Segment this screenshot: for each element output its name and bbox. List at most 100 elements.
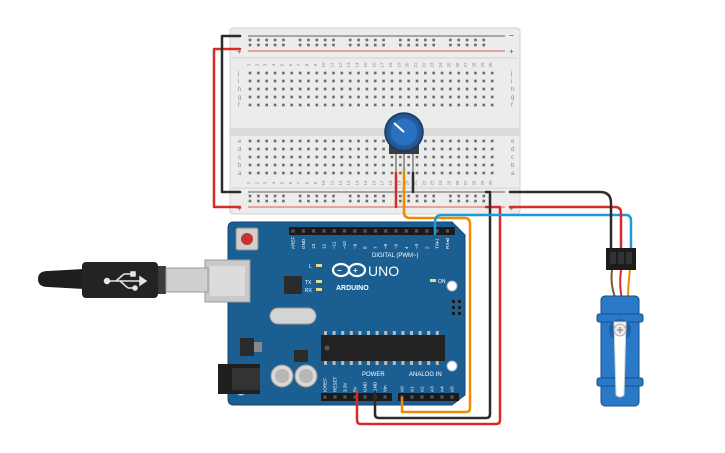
rail-hole[interactable] [457,199,461,203]
breadboard-hole[interactable] [357,71,360,75]
breadboard-hole[interactable] [298,95,302,99]
rail-hole[interactable] [357,194,360,198]
breadboard-hole[interactable] [440,103,444,107]
breadboard-hole[interactable] [373,79,377,83]
breadboard-hole[interactable] [415,71,419,75]
power-pin[interactable] [333,395,337,399]
breadboard-hole[interactable] [415,103,419,107]
rail-hole[interactable] [365,43,369,47]
breadboard-hole[interactable] [323,95,327,99]
wire-black-left-rail[interactable] [220,34,242,194]
rail-hole[interactable] [399,194,402,198]
breadboard-hole[interactable] [298,71,302,75]
breadboard-hole[interactable] [273,87,277,91]
usb-cable[interactable] [38,262,209,298]
rail-hole[interactable] [332,38,335,42]
breadboard-hole[interactable] [257,155,260,159]
breadboard-hole[interactable] [332,139,335,143]
breadboard-hole[interactable] [465,147,469,151]
rail-hole[interactable] [298,43,302,47]
breadboard-hole[interactable] [332,171,335,175]
breadboard-hole[interactable] [248,79,252,83]
breadboard[interactable]: − + − + − + − + 112233445566778899101011… [229,27,521,215]
breadboard-hole[interactable] [248,139,252,143]
breadboard-hole[interactable] [482,71,486,75]
breadboard-hole[interactable] [373,147,377,151]
wire-black-gnd-to-rail[interactable] [373,190,492,420]
breadboard-hole[interactable] [298,79,302,83]
breadboard-hole[interactable] [298,155,302,159]
rail-hole[interactable] [373,38,377,42]
breadboard-hole[interactable] [399,163,402,167]
wire-red-5v-to-rail[interactable] [355,205,502,426]
breadboard-hole[interactable] [365,155,369,159]
breadboard-hole[interactable] [265,171,268,175]
breadboard-hole[interactable] [490,71,494,75]
rail-hole[interactable] [323,194,327,198]
breadboard-hole[interactable] [399,95,402,99]
power-pin[interactable] [353,395,357,399]
breadboard-hole[interactable] [298,163,302,167]
breadboard-hole[interactable] [399,103,402,107]
breadboard-hole[interactable] [248,95,252,99]
rail-hole[interactable] [257,194,260,198]
breadboard-hole[interactable] [307,71,310,75]
breadboard-hole[interactable] [307,87,310,91]
rail-hole[interactable] [474,38,477,42]
breadboard-hole[interactable] [315,147,319,151]
breadboard-hole[interactable] [273,79,277,83]
rail-hole[interactable] [465,194,469,198]
breadboard-hole[interactable] [357,147,360,151]
rail-hole[interactable] [449,43,452,47]
breadboard-hole[interactable] [348,103,352,107]
breadboard-hole[interactable] [315,95,319,99]
breadboard-hole[interactable] [323,147,327,151]
breadboard-hole[interactable] [265,79,268,83]
breadboard-hole[interactable] [357,171,360,175]
breadboard-hole[interactable] [407,95,410,99]
rail-hole[interactable] [273,43,277,47]
breadboard-hole[interactable] [457,139,461,143]
breadboard-hole[interactable] [465,71,469,75]
breadboard-hole[interactable] [382,155,385,159]
breadboard-hole[interactable] [415,171,419,175]
breadboard-hole[interactable] [415,163,419,167]
rail-hole[interactable] [424,43,427,47]
rail-hole[interactable] [307,38,310,42]
breadboard-hole[interactable] [332,103,335,107]
digital-pin[interactable] [291,229,295,233]
breadboard-hole[interactable] [282,139,285,143]
breadboard-hole[interactable] [482,139,486,143]
breadboard-hole[interactable] [340,155,344,159]
digital-pin[interactable] [404,229,408,233]
breadboard-hole[interactable] [415,79,419,83]
breadboard-hole[interactable] [332,71,335,75]
breadboard-hole[interactable] [474,71,477,75]
breadboard-hole[interactable] [273,71,277,75]
breadboard-hole[interactable] [365,79,369,83]
rail-hole[interactable] [482,38,486,42]
breadboard-hole[interactable] [282,87,285,91]
potentiometer[interactable] [384,112,424,172]
breadboard-holes[interactable] [248,38,494,203]
breadboard-hole[interactable] [390,87,394,91]
wire-red-left-rail[interactable] [212,47,242,209]
digital-pin[interactable] [394,229,398,233]
rail-hole[interactable] [407,43,410,47]
rail-hole[interactable] [457,43,461,47]
breadboard-hole[interactable] [373,87,377,91]
breadboard-hole[interactable] [340,163,344,167]
breadboard-hole[interactable] [424,171,427,175]
rail-hole[interactable] [399,199,402,203]
breadboard-hole[interactable] [490,171,494,175]
breadboard-hole[interactable] [273,171,277,175]
breadboard-hole[interactable] [307,147,310,151]
breadboard-hole[interactable] [407,79,410,83]
breadboard-hole[interactable] [474,163,477,167]
rail-hole[interactable] [457,194,461,198]
breadboard-hole[interactable] [490,95,494,99]
digital-pin[interactable] [373,229,377,233]
digital-pin[interactable] [312,229,316,233]
breadboard-hole[interactable] [282,71,285,75]
breadboard-hole[interactable] [399,171,402,175]
